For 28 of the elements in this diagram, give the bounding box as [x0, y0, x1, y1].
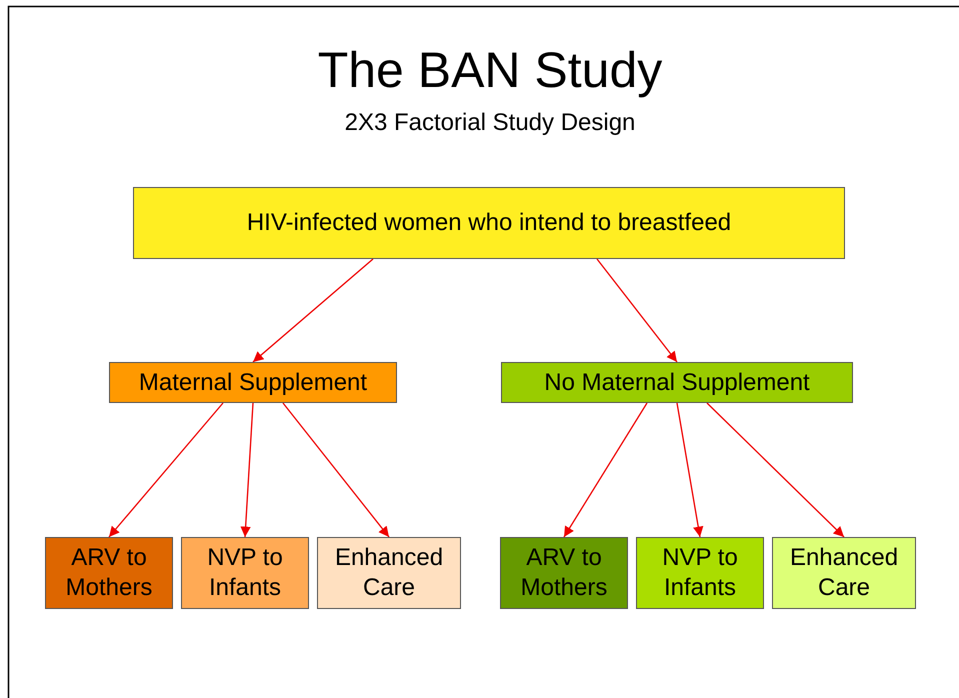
box-label: NVP to Infants: [206, 543, 284, 603]
arrow: [240, 402, 254, 538]
group-box: [501, 362, 853, 403]
group-box: [317, 537, 461, 609]
group-box: [636, 537, 764, 609]
arrow: [563, 402, 648, 538]
box-label: ARV to Mothers: [64, 543, 154, 603]
arrow: [596, 258, 678, 362]
box-label: HIV-infected women who intend to breastfeed: [246, 208, 732, 238]
group-box: [772, 537, 916, 609]
box-label: NVP to Infants: [661, 543, 739, 603]
arrow: [282, 402, 390, 538]
group-box: [109, 362, 397, 403]
box-label: Enhanced Care: [334, 543, 444, 603]
subtitle: 2X3 Factorial Study Design: [344, 108, 636, 138]
group-box: [500, 537, 628, 609]
group-box: [181, 537, 309, 609]
box-label: Enhanced Care: [788, 543, 900, 603]
box-label: Maternal Supplement: [138, 368, 368, 398]
box-label: ARV to Mothers: [520, 543, 608, 603]
arrow: [108, 402, 224, 538]
arrow: [706, 402, 844, 538]
arrow: [252, 258, 374, 362]
group-box: [45, 537, 173, 609]
group-box: [133, 187, 845, 259]
title: The BAN Study: [316, 41, 664, 100]
box-label: No Maternal Supplement: [544, 368, 810, 398]
arrow: [676, 402, 704, 538]
